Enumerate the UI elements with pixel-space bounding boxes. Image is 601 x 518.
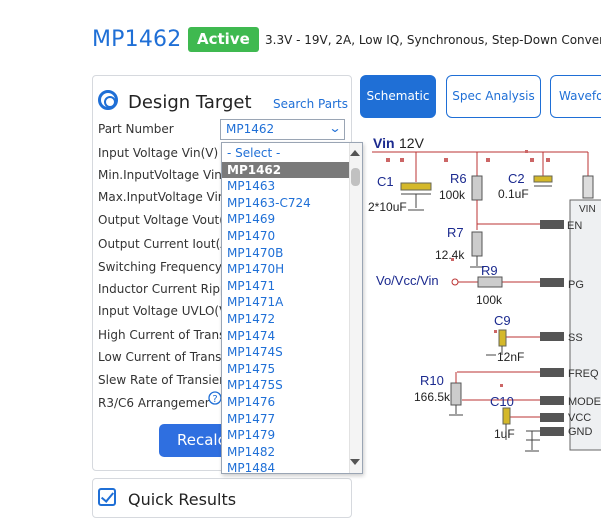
vo-label: Vo/Vcc/Vin	[376, 273, 439, 288]
help-circle-icon[interactable]: ?	[208, 391, 222, 405]
pin-vin: VIN	[579, 204, 596, 215]
pin-vcc: VCC	[568, 412, 591, 424]
c2-value: 0.1uF	[498, 187, 529, 201]
schematic-diagram: VIN Vin 12V C1 2*10uF R6 100k C2 0.1uF E…	[368, 135, 601, 452]
c2-label: C2	[508, 171, 525, 186]
dropdown-option[interactable]: MP1470H	[227, 262, 285, 277]
dropdown-scrollbar[interactable]	[349, 143, 362, 473]
dropdown-option[interactable]: MP1471A	[227, 295, 284, 310]
c9-value: 12nF	[497, 350, 524, 364]
pin-gnd: GND	[568, 426, 593, 438]
dropdown-option[interactable]: MP1470	[227, 229, 276, 243]
vin-pin-body	[582, 175, 594, 199]
field-label: Slew Rate of Transient	[98, 373, 222, 387]
tab-schematic[interactable]: Schematic	[360, 75, 436, 118]
chevron-down-icon[interactable]: ⌄	[328, 121, 342, 135]
dropdown-option[interactable]: MP1477	[227, 411, 276, 426]
dropdown-option[interactable]: MP1482	[227, 444, 276, 459]
en-pin	[540, 220, 564, 229]
dropdown-option[interactable]: MP1470B	[227, 245, 284, 260]
field-label: Part Number	[98, 122, 174, 136]
r9-resistor	[477, 276, 503, 288]
field-label: Low Current of Transient	[98, 350, 222, 364]
field-label: Inductor Current Ripple	[98, 282, 222, 296]
checkbox-icon	[98, 488, 116, 506]
gnd-pin	[540, 427, 564, 436]
tab-spec-analysis[interactable]: Spec Analysis	[446, 75, 541, 118]
c1-label: C1	[377, 174, 394, 189]
pin-mode: MODE	[568, 396, 601, 408]
dropdown-option[interactable]: MP1479	[227, 428, 276, 443]
field-label: Input Voltage Vin(V)	[98, 146, 219, 160]
dropdown-option[interactable]: MP1474	[227, 328, 276, 343]
dropdown-option-selected[interactable]: MP1462	[222, 161, 349, 179]
c10-value: 1uF	[494, 427, 515, 441]
r7-label: R7	[447, 225, 464, 240]
part-number-select[interactable]: MP1462	[220, 119, 345, 140]
field-label: Output Current Iout(A)	[98, 237, 222, 251]
c9-capacitor	[498, 329, 507, 347]
scroll-down-arrow-icon[interactable]	[350, 459, 360, 465]
field-label: Output Voltage Vout(V)	[98, 213, 222, 227]
r7-value: 12.4k	[435, 248, 465, 262]
field-label: Max.InputVoltage Vinmax	[98, 190, 222, 204]
r6-label: R6	[450, 171, 467, 186]
ic-body	[569, 199, 601, 451]
pin-ss: SS	[568, 332, 583, 344]
r9-value: 100k	[476, 293, 503, 307]
pg-pin	[540, 278, 564, 287]
dropdown-option[interactable]: MP1474S	[227, 345, 283, 360]
r6-resistor	[471, 175, 483, 201]
status-badge: Active	[188, 27, 259, 52]
c1-value: 2*10uF	[368, 200, 407, 214]
ss-pin	[540, 332, 564, 341]
part-number-dropdown[interactable]: - Select - MP1462 MP1463 MP1463-C724 MP1…	[221, 142, 363, 474]
dropdown-option[interactable]: MP1463-C724	[227, 195, 311, 210]
mode-pin	[540, 396, 564, 405]
svg-text:?: ?	[212, 394, 217, 405]
dropdown-option[interactable]: MP1475	[227, 361, 276, 376]
c1-capacitor	[400, 182, 432, 191]
target-icon	[98, 90, 118, 110]
part-title: MP1462	[92, 27, 182, 52]
pin-pg: PG	[568, 279, 584, 291]
field-label: High Current of Transient	[98, 328, 222, 342]
freq-pin	[540, 368, 564, 377]
r9-label: R9	[481, 263, 498, 278]
dropdown-option[interactable]: MP1475S	[227, 378, 283, 393]
field-label: R3/C6 Arrangement	[98, 396, 210, 410]
c10-capacitor	[502, 407, 511, 425]
r10-label: R10	[420, 373, 444, 388]
vcc-pin	[540, 413, 564, 422]
dropdown-option[interactable]: MP1472	[227, 312, 276, 326]
c9-label: C9	[494, 313, 511, 328]
pin-en: EN	[567, 220, 582, 232]
pin-freq: FREQ	[568, 368, 599, 380]
r7-resistor	[471, 231, 483, 257]
vin-value: 12V	[399, 135, 425, 151]
r10-value: 166.5k	[414, 390, 451, 404]
c2-capacitor	[533, 175, 553, 183]
dropdown-option[interactable]: - Select -	[227, 146, 281, 160]
field-label: Min.InputVoltage Vinmin	[98, 168, 222, 182]
field-label: Switching Frequency(kHz)	[98, 260, 222, 274]
scroll-up-arrow-icon[interactable]	[350, 150, 360, 156]
r6-value: 100k	[439, 188, 466, 202]
dropdown-option[interactable]: MP1476	[227, 395, 276, 409]
tab-waveform[interactable]: Waveform	[550, 75, 601, 118]
panel-title: Design Target	[128, 92, 252, 113]
dropdown-option[interactable]: MP1484	[227, 461, 276, 474]
vin-label: Vin	[373, 135, 395, 151]
scrollbar-thumb[interactable]	[351, 168, 360, 186]
r10-resistor	[450, 382, 462, 406]
search-parts-link[interactable]: Search Parts	[273, 97, 348, 111]
dropdown-option[interactable]: MP1471	[227, 278, 276, 293]
c10-label: C10	[490, 394, 514, 409]
dropdown-option[interactable]: MP1469	[227, 212, 276, 227]
part-description: 3.3V - 19V, 2A, Low IQ, Synchronous, Ste…	[265, 33, 601, 47]
dropdown-option[interactable]: MP1463	[227, 179, 276, 194]
field-label: Input Voltage UVLO(V)	[98, 304, 222, 318]
